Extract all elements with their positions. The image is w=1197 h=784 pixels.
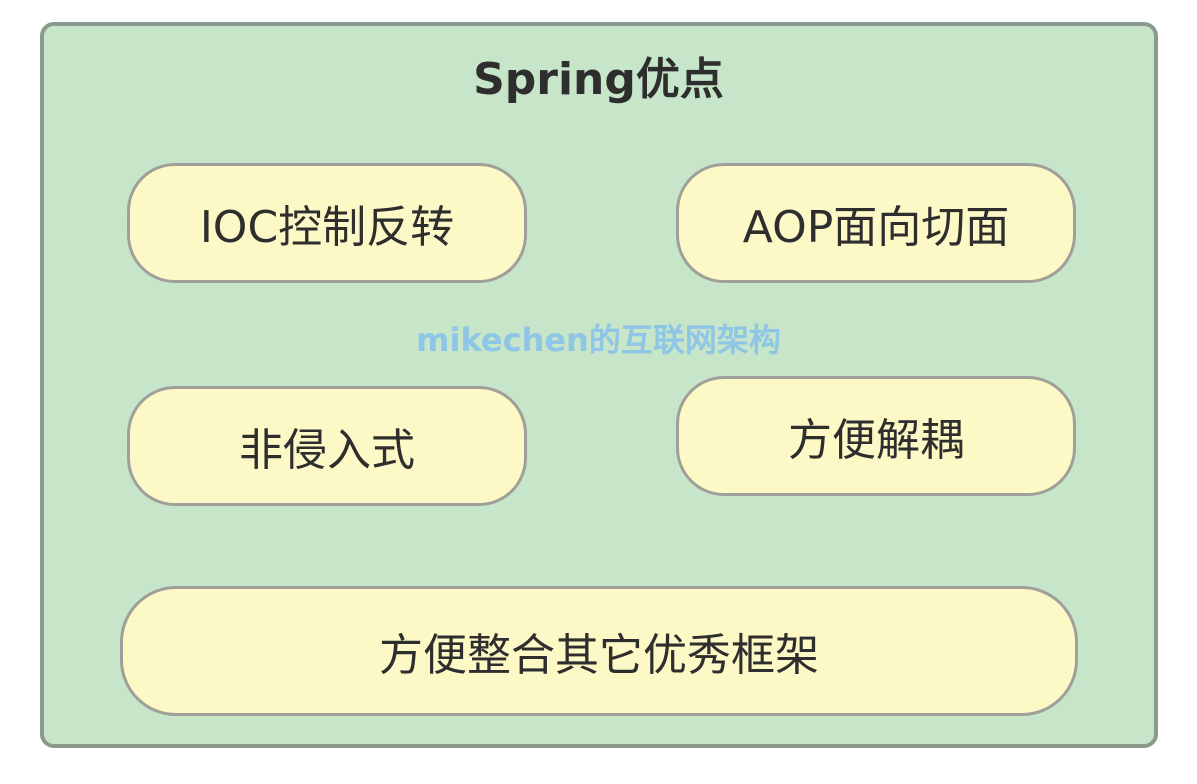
item-integration-label: 方便整合其它优秀框架: [379, 630, 819, 681]
item-integration: 方便整合其它优秀框架: [120, 586, 1078, 716]
item-ioc-label: IOC控制反转: [199, 202, 455, 253]
item-aop: AOP面向切面: [676, 163, 1076, 283]
item-non-invasive: 非侵入式: [127, 386, 527, 506]
item-decoupling: 方便解耦: [676, 376, 1076, 496]
item-aop-label: AOP面向切面: [742, 202, 1010, 253]
item-ioc: IOC控制反转: [127, 163, 527, 283]
item-non-invasive-label: 非侵入式: [239, 425, 415, 476]
diagram-title: Spring优点: [473, 54, 724, 105]
watermark: mikechen的互联网架构: [416, 321, 781, 359]
item-decoupling-label: 方便解耦: [788, 415, 964, 466]
